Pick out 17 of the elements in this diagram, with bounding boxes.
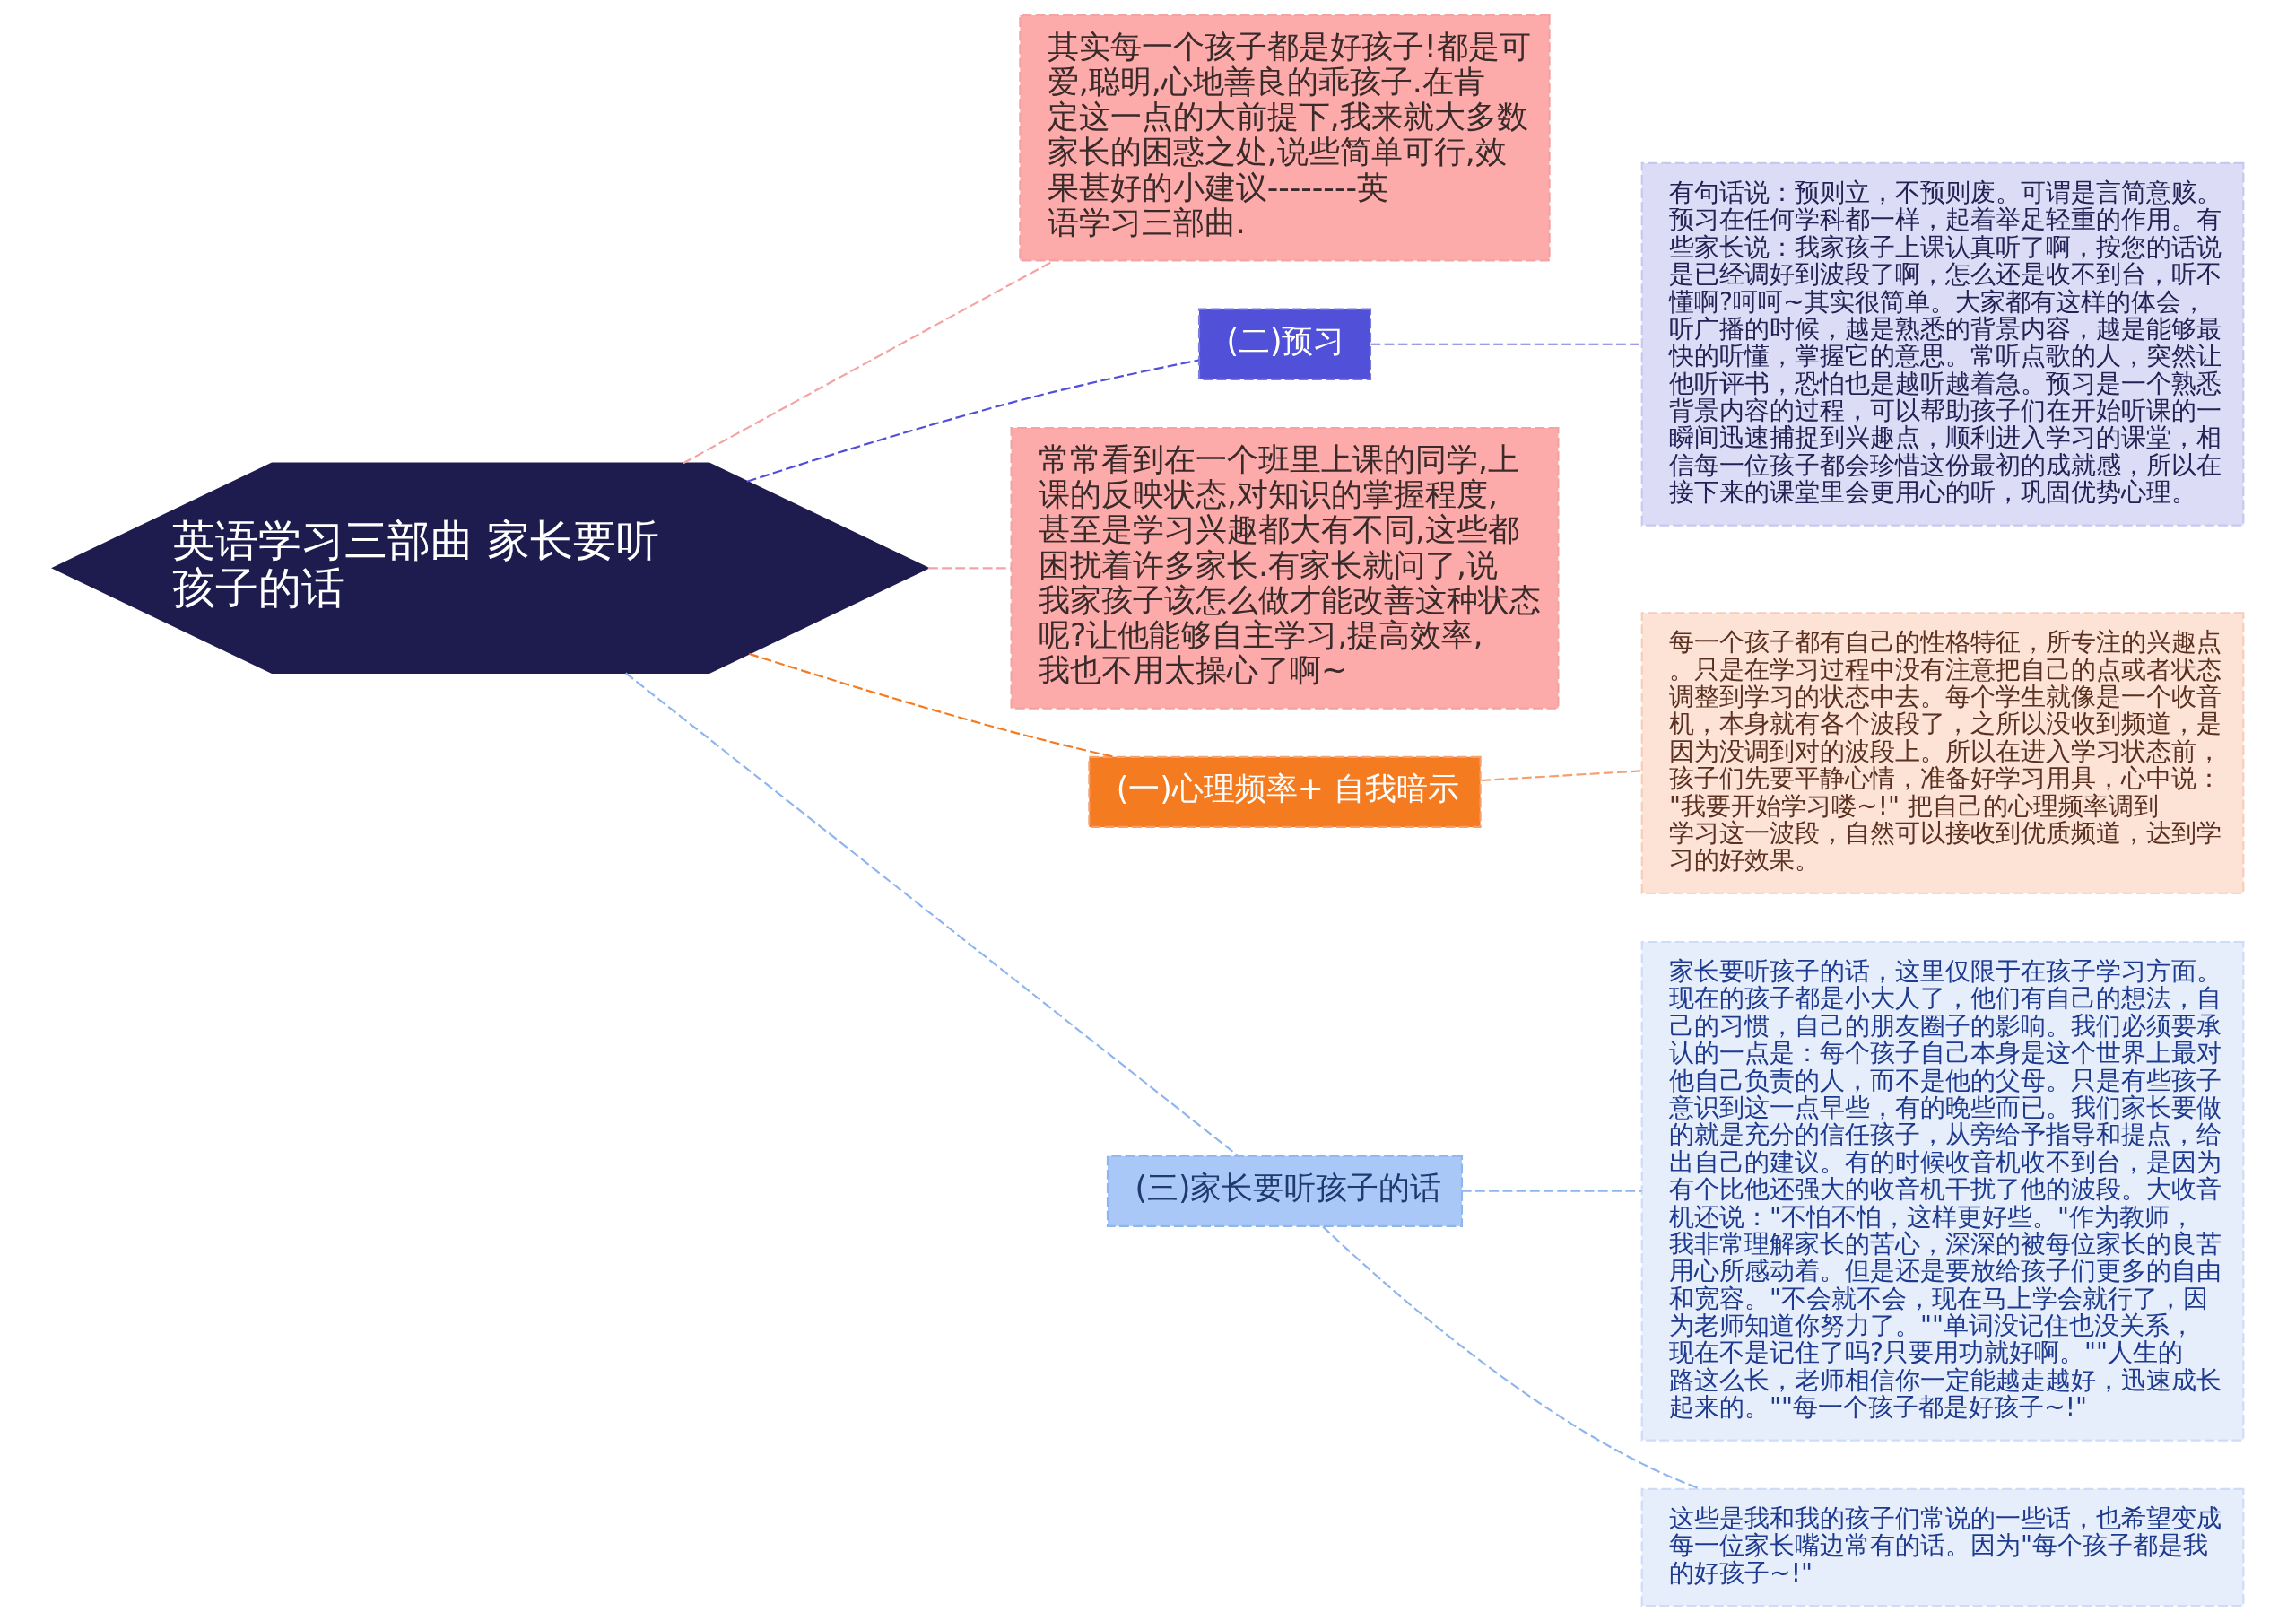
connector [1321,1225,1700,1490]
node-box: 有句话说：预则立，不预则废。可谓是言简意赅。预习在任何学科都一样，起着举足轻重的作用。有些家长说：我家孩子上课认真听了啊，按您的话说是已经调好到波段了啊，怎么还是收不到台，听不懂啊?呵呵~其实很简单。大家都有这样的体会，听广播的时候，越是熟悉的背景内容，越是能够最快的听懂，掌握它的意思。常听点歌的人，突然让他听评书，恐怕也是越听越着急。预习是一个熟悉背景内容的过程，可以帮助孩子们在开始听课的一瞬间迅速捕捉到兴趣点，顺利进入学习的课堂，相信每一位孩子都会珍惜这份最初的成就感，所以在接下来的课堂里会更用心的听，巩固优势心理。 [1640,161,2244,527]
node-box: 家长要听孩子的话，这里仅限于在孩子学习方面。现在的孩子都是小大人了，他们有自己的想法，自己的习惯，自己的朋友圈子的影响。我们必须要承认的一点是：每个孩子自己本身是这个世界上最对他自己负责的人，而不是他的父母。只是有些孩子意识到这一点早些，有的晚些而已。我们家长要做的就是充分的信任孩子，从旁给予指导和提点，给出自己的建议。有的时候收音机收不到台，是因为有个比他还强大的收音机干扰了他的波段。大收音机还说："不怕不怕，这样更好些。"作为教师，我非常理解家长的苦心，深深的被每位家长的良苦用心所感动着。但是还是要放给孩子们更多的自由和宽容。"不会就不会，现在马上学会就行了，因为老师知道你努力了。""单词没记住也没关系，现在不是记住了吗?只要用功就好啊。""人生的路这么长，老师相信你一定能越走越好，迅速成长起来的。""每一个孩子都是好孩子~!" [1640,940,2244,1442]
connector [1461,1190,1642,1192]
connector [624,672,1239,1157]
node-box: 其实每一个孩子都是好孩子!都是可爱,聪明,心地善良的乖孩子.在肯定这一点的大前提下,我来就大多数家长的困惑之处,说些简单可行,效果甚好的小建议--------英语学习三部曲. [1018,13,1551,262]
node-box: (三)家长要听孩子的话 [1106,1155,1463,1227]
connector [1480,770,1641,782]
connector [927,567,1011,570]
node-box: 这些是我和我的孩子们常说的一些话，也希望变成每一位家长嘴边常有的话。因为"每个孩子都是我的好孩子~!" [1640,1487,2244,1608]
connector [746,359,1199,483]
connector [748,652,1115,758]
node-box: (二)预习 [1197,308,1371,380]
node-box: 常常看到在一个班里上课的同学,上课的反映状态,对知识的掌握程度,甚至是学习兴趣都大有不同,这些都困扰着许多家长.有家长就问了,说我家孩子该怎么做才能改善这种状态呢?让他能够自主学习,提高效率,我也不用太操心了啊~ [1010,426,1559,710]
connector [1370,343,1641,345]
node-box: (一)心理频率+ 自我暗示 [1087,755,1482,829]
node-box: 每一个孩子都有自己的性格特征，所专注的兴趣点。只是在学习过程中没有注意把自己的点或者状态调整到学习的状态中去。每个学生就像是一个收音机，本身就有各个波段了，之所以没收到频道，是因为没调到对的波段上。所以在进入学习状态前，孩子们先要平静心情，准备好学习用具，心中说："我要开始学习喽~!" 把自己的心理频率调到学习这一波段，自然可以接收到优质频道，达到学习的好效果。 [1640,612,2244,894]
